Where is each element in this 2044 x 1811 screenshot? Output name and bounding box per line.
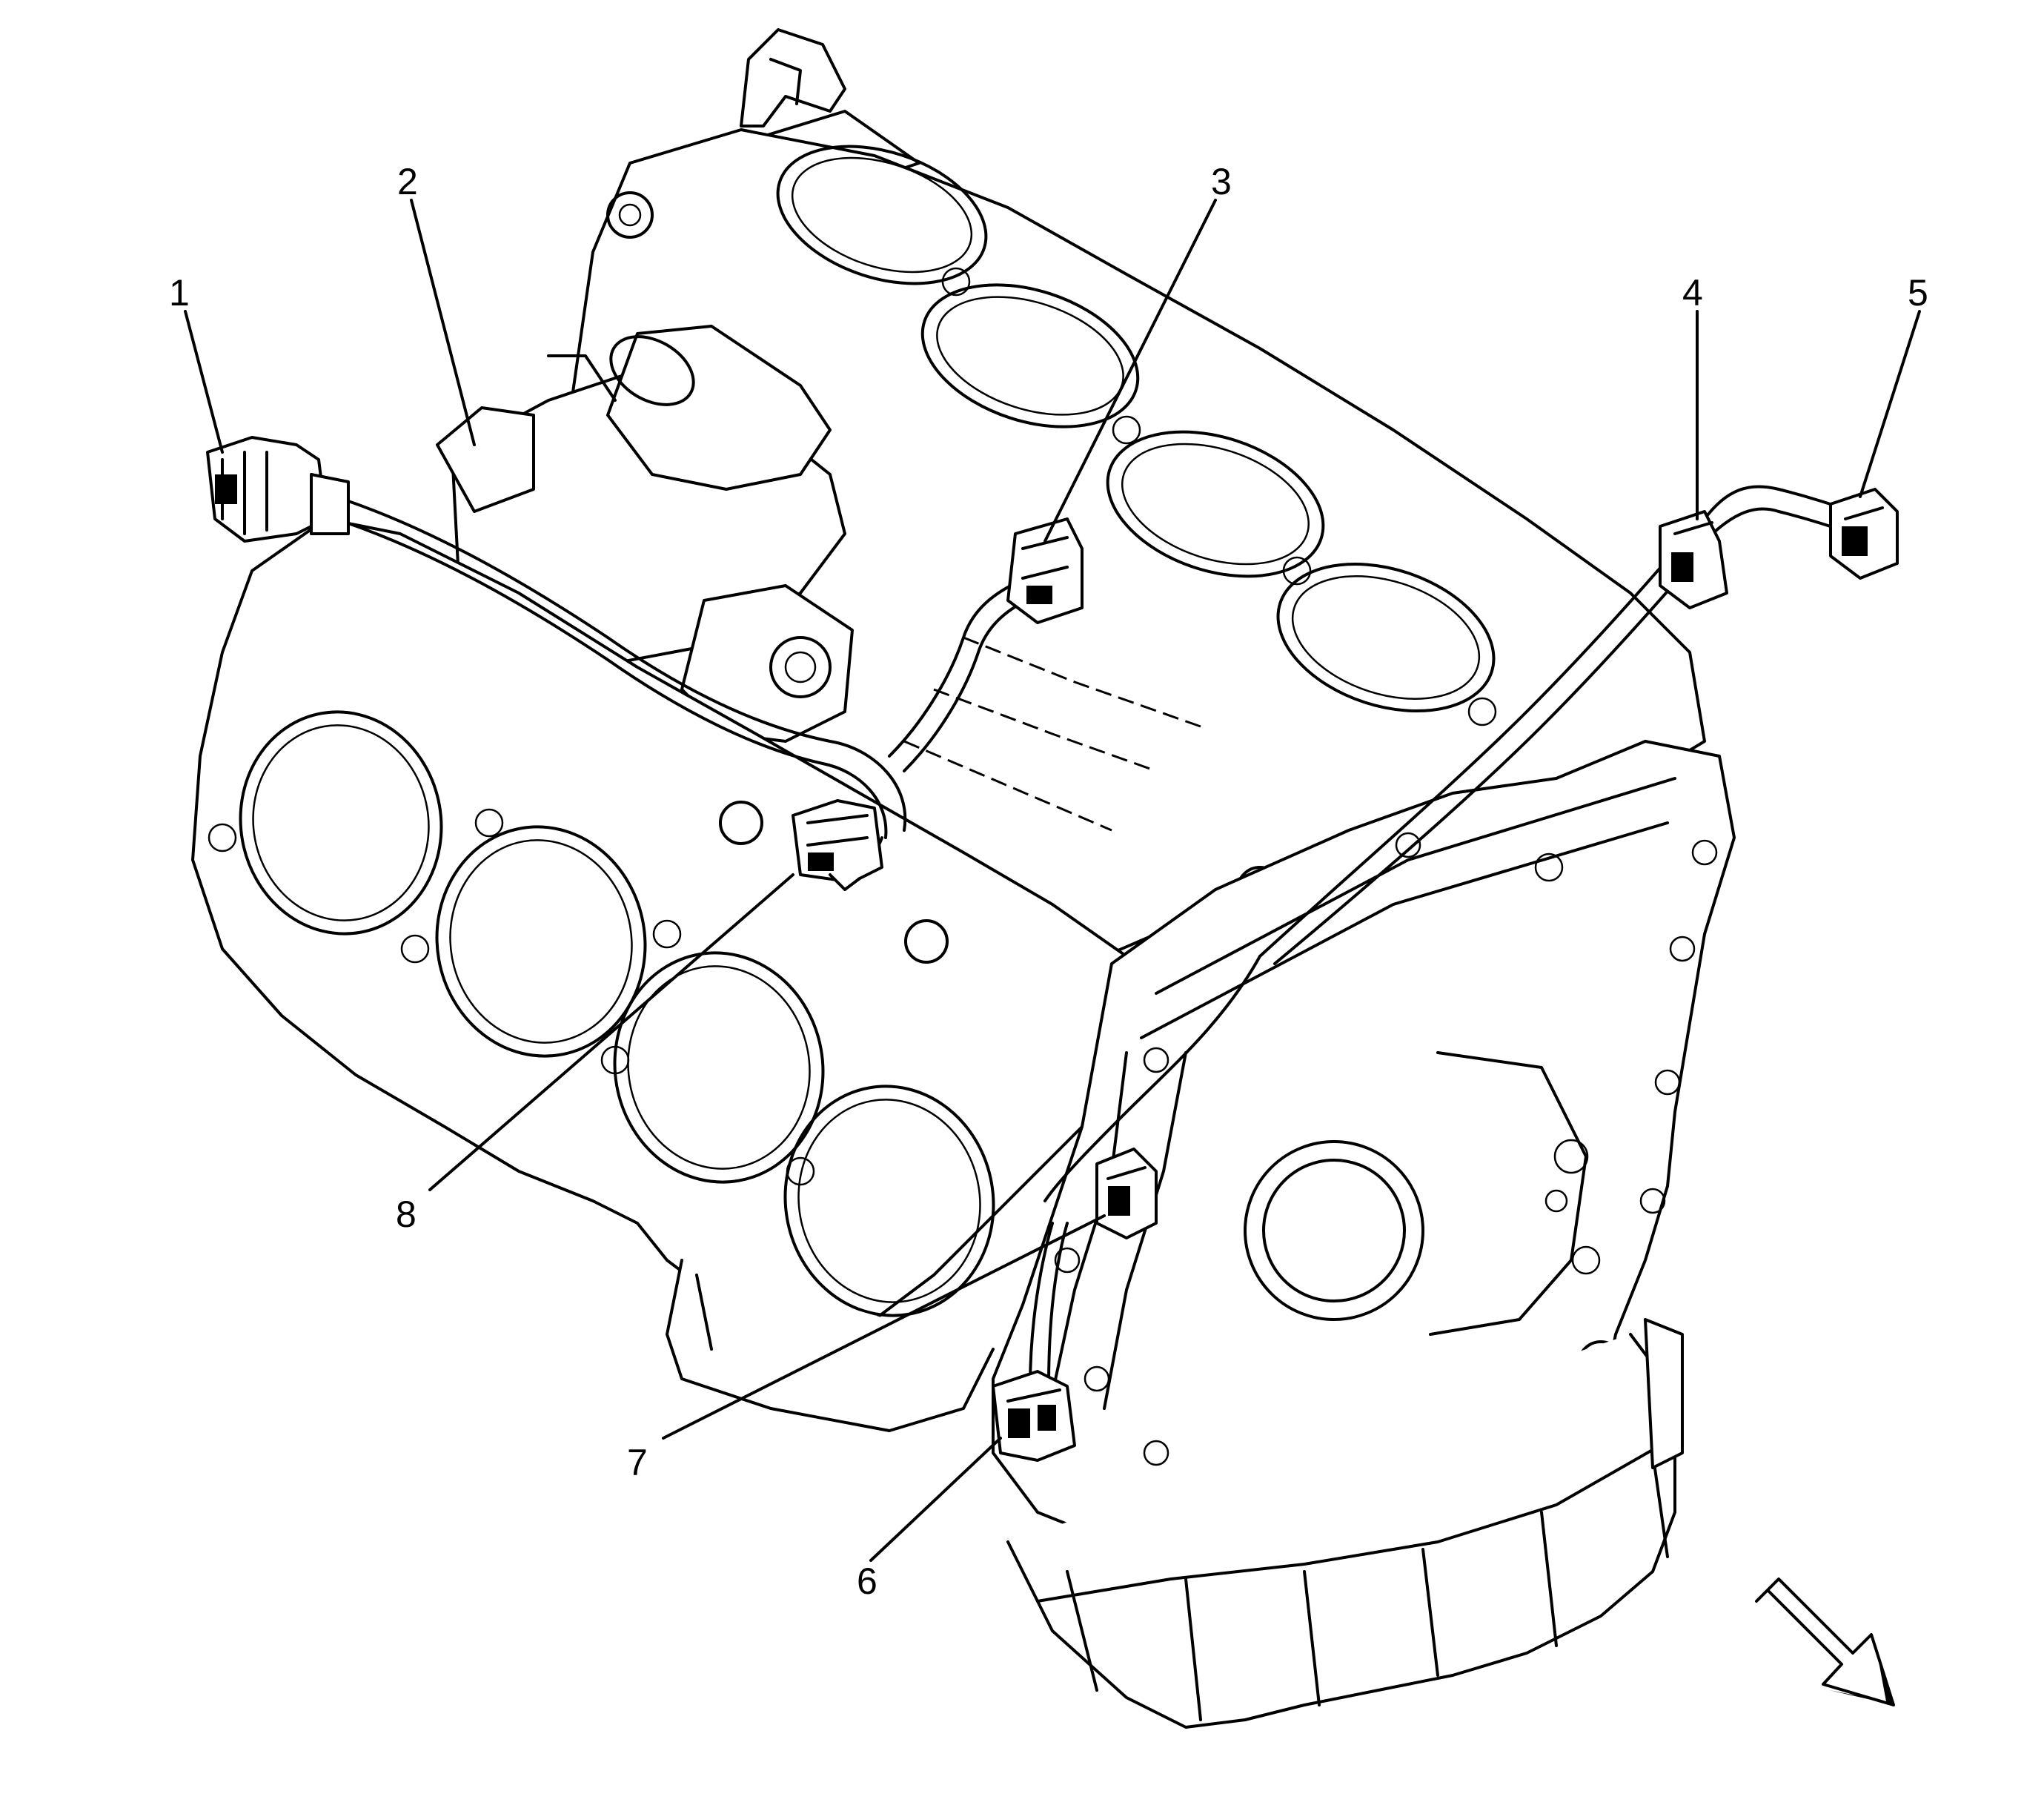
callout-7: 7: [627, 1442, 648, 1483]
callout-8: 8: [396, 1193, 417, 1235]
callout-5: 5: [1908, 272, 1928, 314]
engine-block-drawing: [191, 28, 1736, 1729]
leader-lines: [184, 199, 1921, 1562]
connector-4: [1659, 510, 1728, 609]
connector-5: [1829, 488, 1899, 580]
connector-3: [1006, 517, 1084, 624]
connector-8: [792, 799, 883, 891]
connector-7: [1095, 1148, 1158, 1239]
connector-1: [206, 436, 350, 543]
callout-2: 2: [397, 161, 418, 202]
callout-4: 4: [1682, 272, 1703, 314]
callout-6: 6: [857, 1560, 877, 1602]
connector-6: [992, 1370, 1076, 1462]
arrow-down-right-icon: [1755, 1577, 1895, 1706]
callout-3: 3: [1211, 161, 1232, 202]
callout-1: 1: [169, 272, 190, 314]
